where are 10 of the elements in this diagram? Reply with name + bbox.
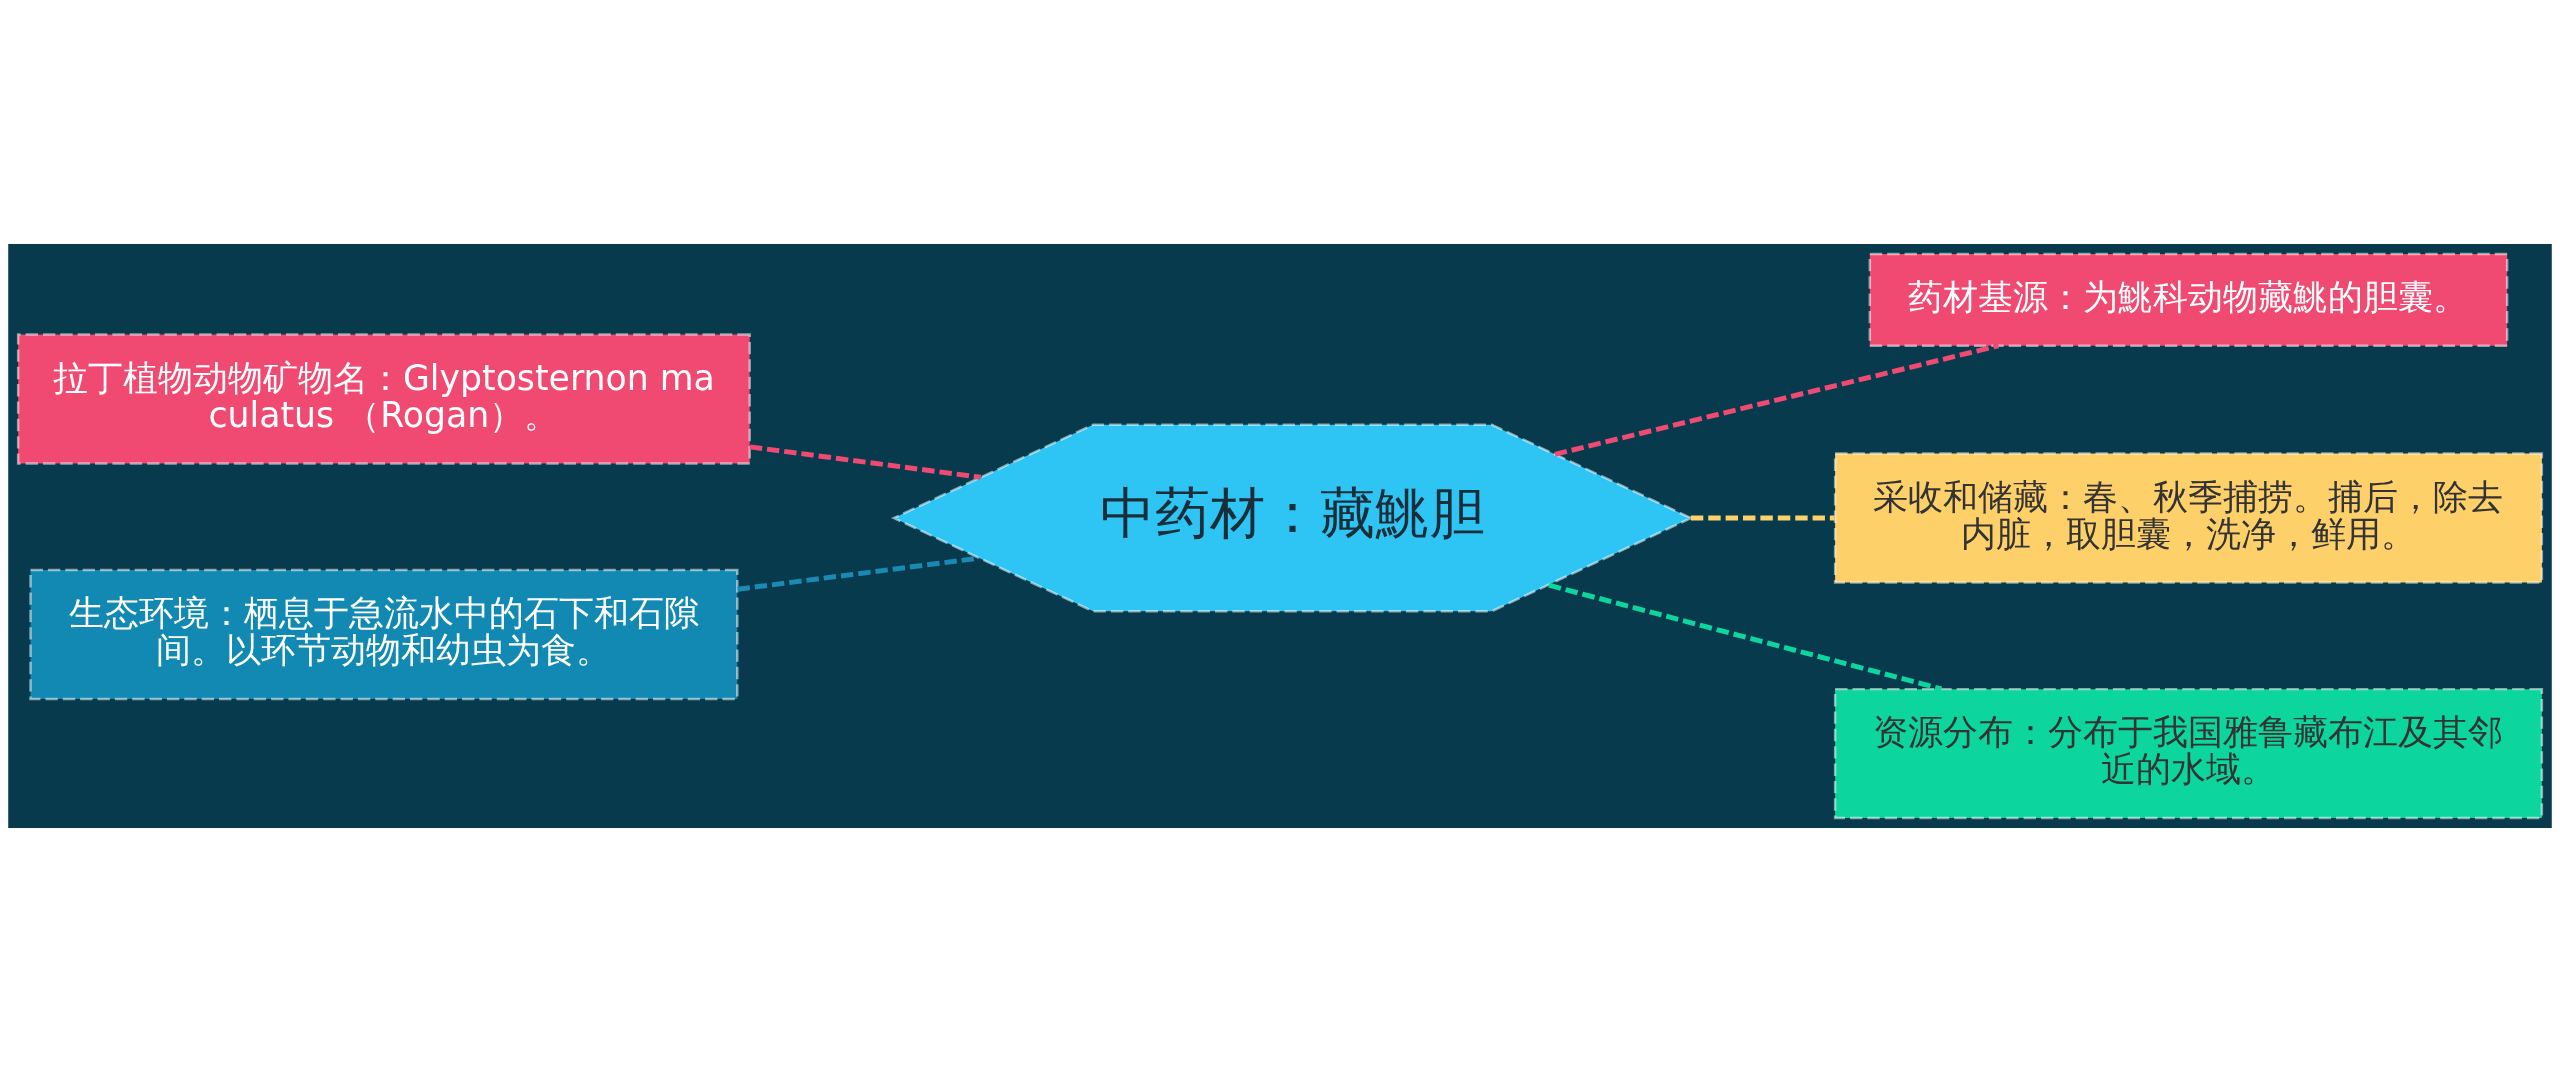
connector: [1690, 515, 1835, 521]
connector: [749, 444, 982, 480]
node-box: 资源分布：分布于我国雅鲁藏布江及其邻近的水域。: [1833, 687, 2544, 820]
connector: [1554, 343, 2000, 457]
connector: [737, 555, 980, 592]
connector: [1548, 582, 1943, 692]
node-box: 药材基源：为鮡科动物藏鮡的胆囊。: [1868, 252, 2509, 347]
node-box: 生态环境：栖息于急流水中的石下和石隙间。以环节动物和幼虫为食。: [29, 568, 739, 701]
node-box: 采收和储藏：春、秋季捕捞。捕后，除去内脏，取胆囊，洗净，鲜用。: [1833, 452, 2544, 584]
node-box: 拉丁植物动物矿物名：Glyptosternon maculatus （Rogan）。: [16, 333, 751, 465]
